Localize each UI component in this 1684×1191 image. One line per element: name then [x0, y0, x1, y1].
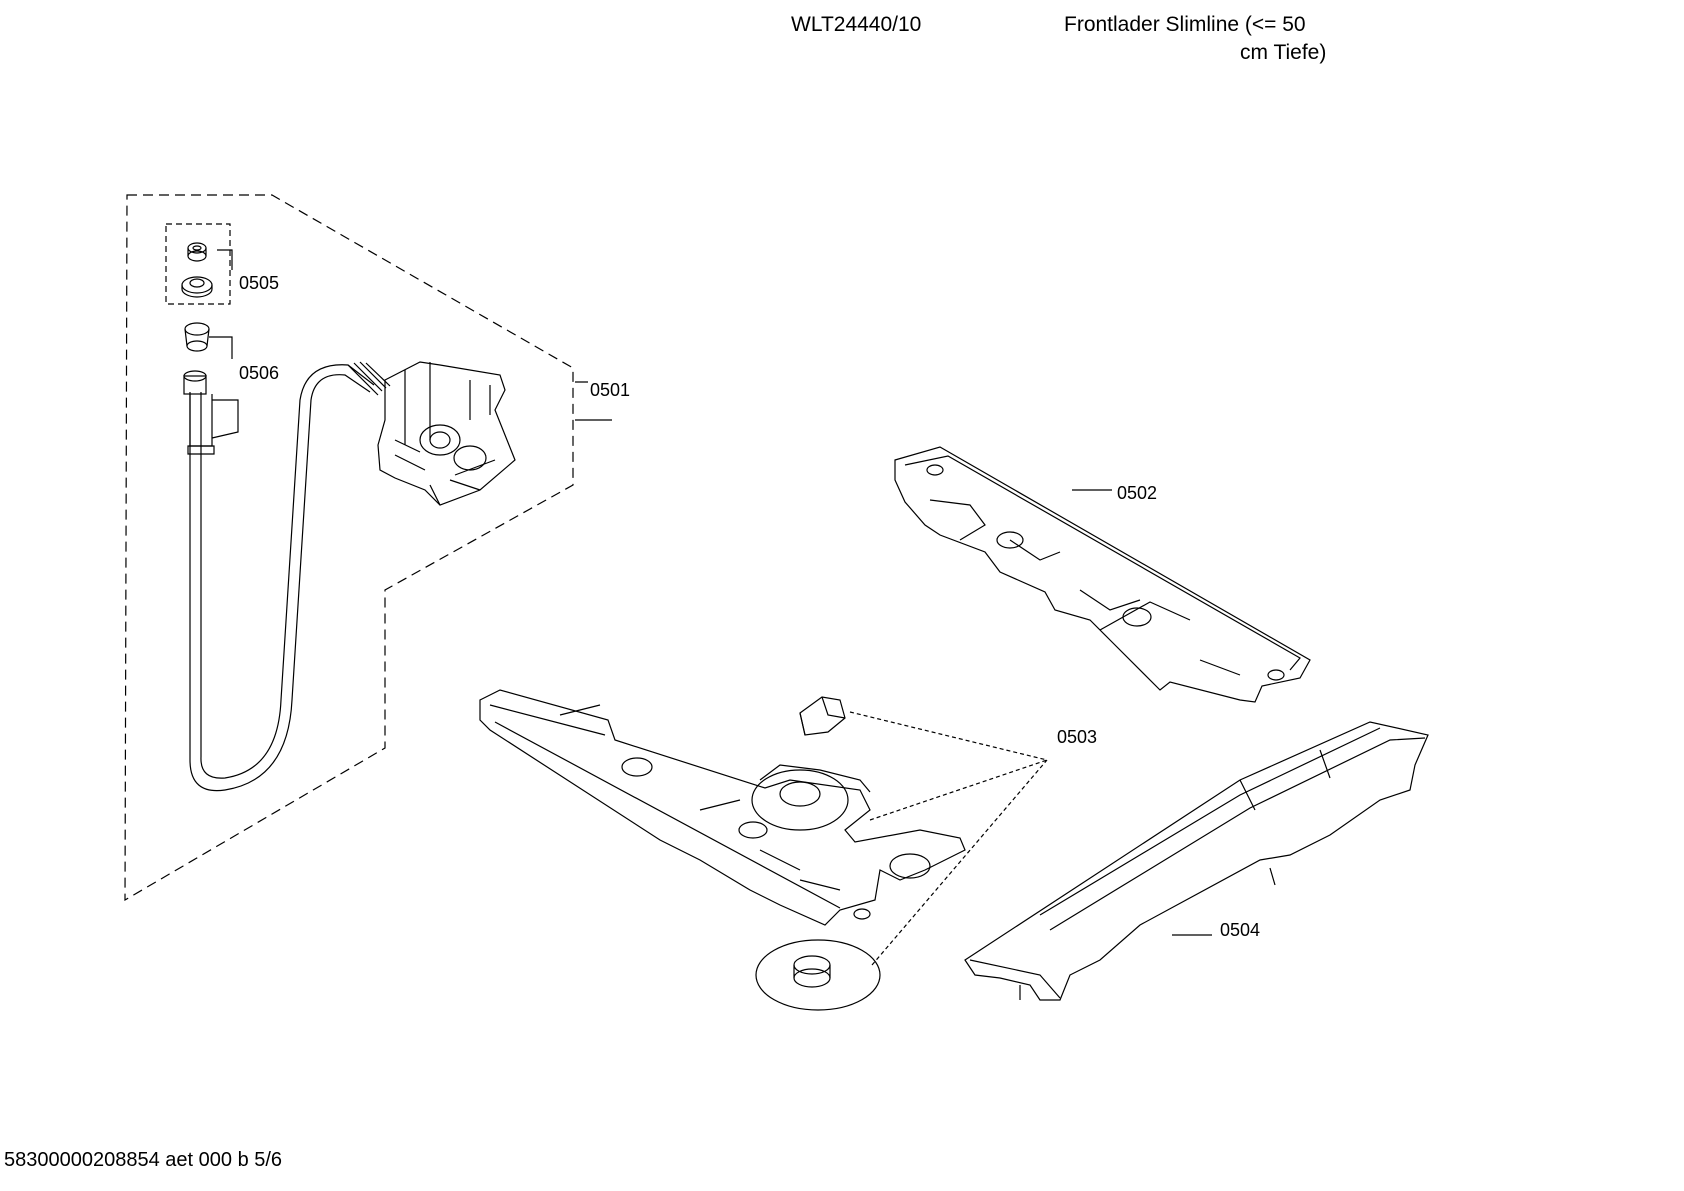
part-0505-nut-icon: [187, 242, 207, 262]
part-label-0501: 0501: [590, 380, 631, 400]
leader-0503-cover: [869, 759, 1048, 821]
part-label-0506: 0506: [239, 363, 280, 383]
product-description-line1: Frontlader Slimline (<= 50: [1064, 13, 1306, 36]
product-description-line2: cm Tiefe): [1240, 41, 1327, 64]
part-label-0505: 0505: [239, 273, 280, 293]
leader-0506: [209, 336, 233, 359]
group-outline-dashed: [124, 194, 574, 902]
part-0503-disc-icon: [755, 939, 881, 1011]
part-0503-channel-icon: [479, 689, 966, 926]
leader-0503-disc: [871, 759, 1048, 966]
part-0502-channel-icon: [894, 446, 1311, 703]
part-label-0504: 0504: [1220, 920, 1261, 940]
part-0503-clip-icon: [799, 696, 846, 736]
part-0501-valve-icon: [377, 361, 516, 506]
model-number: WLT24440/10: [791, 13, 922, 36]
part-0505-washer-icon: [181, 276, 213, 298]
part-0505-box: [165, 223, 231, 305]
part-0504-trough-icon: [964, 721, 1429, 1001]
part-label-0502: 0502: [1117, 483, 1158, 503]
leader-0505: [217, 249, 233, 270]
leader-0503-clip: [849, 711, 1048, 761]
part-0506-cap-icon: [184, 322, 210, 352]
document-code: 58300000208854 aet 000 b 5/6: [4, 1149, 283, 1171]
leader-0501: [575, 381, 612, 421]
part-label-0503: 0503: [1057, 727, 1098, 747]
part-0501-hose-icon: [183, 361, 391, 792]
